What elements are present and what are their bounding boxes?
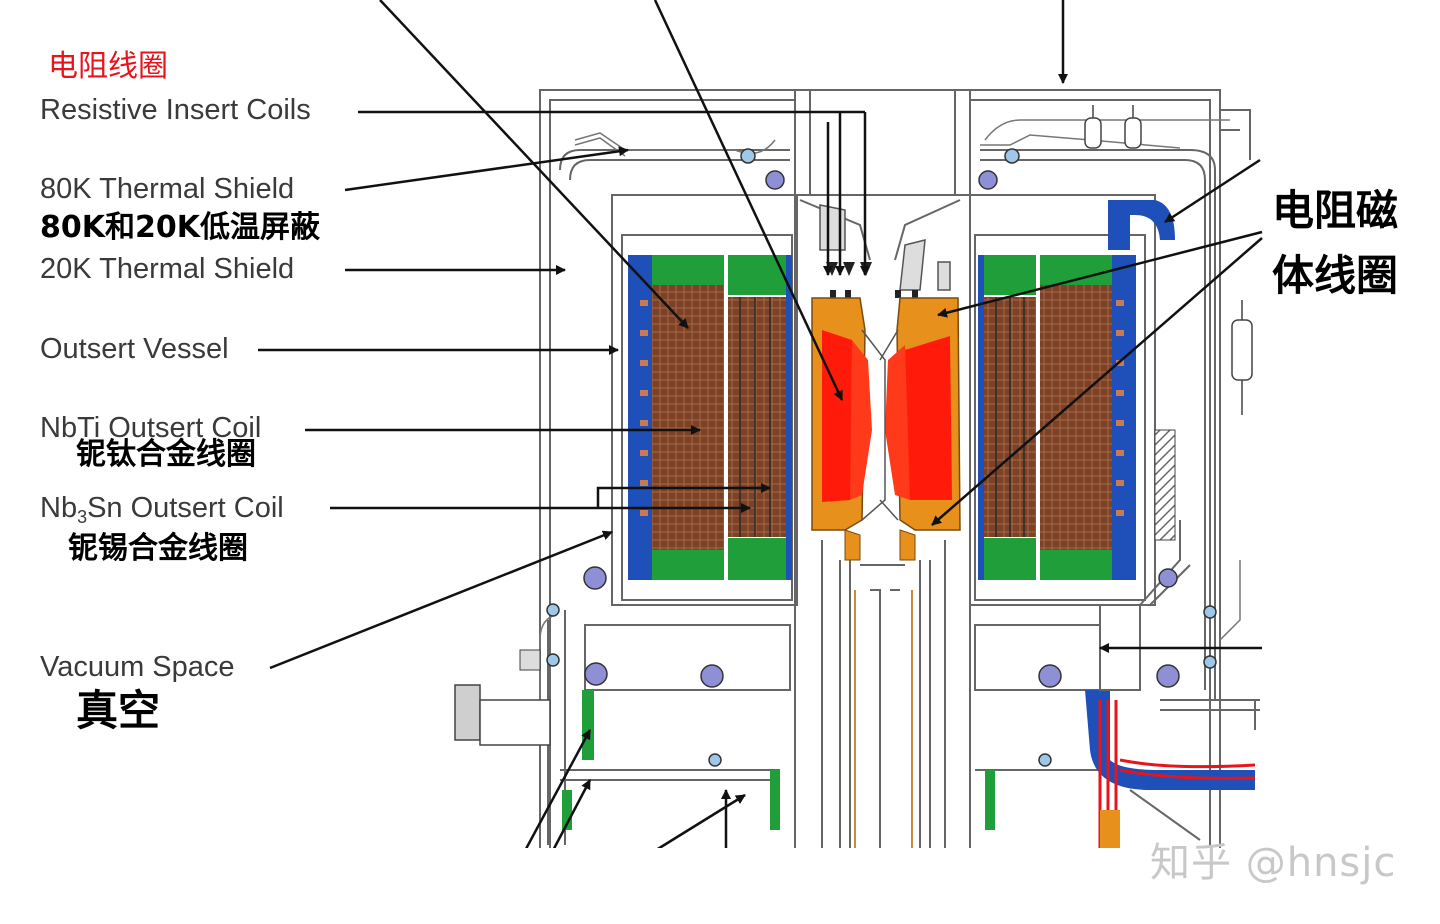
watermark: 知乎 @hnsjc [1150,840,1397,886]
cryo-nodes [546,148,1217,767]
thermal-80k-label: 80K Thermal Shield [40,173,295,205]
top-valves [1084,105,1253,415]
resistive-insert-right [885,297,961,561]
thermal-20k-label: 20K Thermal Shield [40,253,295,285]
nbti-cn-label: 铌钛合金线圈 [76,437,256,472]
outsert-coil-right [978,255,1136,580]
left-hardware [454,649,995,830]
outsert-coil-left-ticks [640,300,648,516]
nbti-coil-label: NbTi Outsert Coil [40,412,262,444]
vacuum-space-label: Vacuum Space [40,651,235,683]
bore-leads [854,590,913,860]
resistive-insert-label: Resistive Insert Coils [40,94,311,126]
outsert-coil-left [628,255,792,580]
nb3sn-prefix: Nb [40,492,78,524]
outsert-vessel-label: Outsert Vessel [40,333,229,365]
leader-lines [258,0,1263,862]
vacuum-cn-label: 真空 [76,686,161,735]
resistive-insert-left [811,297,872,561]
nb3sn-coil-label: Nb3Sn Outsert Coil [40,492,284,527]
magnet-cn-label-line1: 电阻磁 [1272,186,1399,235]
nb3sn-subscript: 3 [77,507,88,527]
bore-taper [861,329,899,521]
cryo-supply-pipe [1085,200,1256,850]
center-bore [795,194,970,860]
magnet-cn-label-line2: 体线圈 [1272,251,1399,300]
nb3sn-suffix: Sn Outsert Coil [87,492,284,524]
shield-cn-label: 80K和20K低温屏蔽 [40,210,320,245]
resistive-coil-cn-label: 电阻线圈 [48,49,168,84]
nb3sn-cn-label: 铌锡合金线圈 [68,531,248,566]
